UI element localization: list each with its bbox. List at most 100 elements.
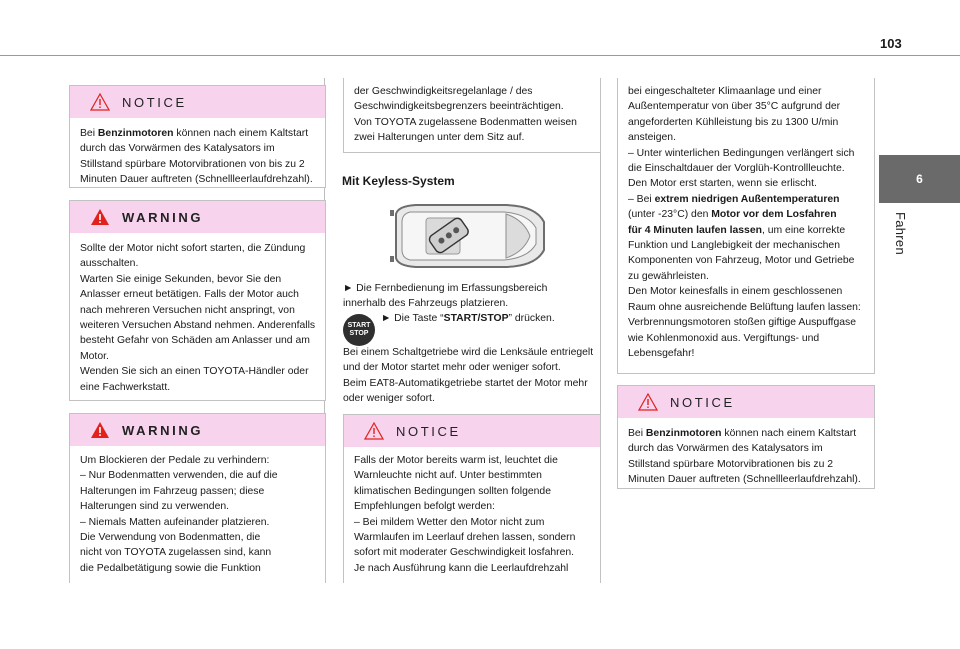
text-line: besteht Gefahr von Schäden am Anlasser u… [80,335,310,347]
step-place-remote: ► Die Fernbedienung im Erfassungsbereich… [343,281,547,312]
text-line: Die Verwendung von Bodenmatten, die [80,532,261,544]
text-line: durch das Vorwärmen des Katalysators im [628,443,823,455]
text-line: Sollte der Motor nicht sofort starten, d… [80,243,306,254]
text-line: Funktion und Langlebigkeit der mechanisc… [628,240,840,252]
text-line: Geschwindigkeitsbegrenzers beeinträchtig… [354,101,564,113]
text-line: Außentemperatur von über 35°C aufgrund d… [628,101,841,113]
warning-box-col1-b: WARNING Um Blockieren der Pedale zu verh… [69,413,326,583]
text-line: innerhalb des Fahrzeugs platzieren. [343,298,509,310]
text-line: ansteigen. [628,132,676,144]
text-line: Falls der Motor bereits warm ist, leucht… [354,455,558,466]
text-line: die Einschaltdauer der Vorglüh-Kontrolll… [628,163,845,175]
continued-body: der Geschwindigkeitsregelanlage / des Ge… [344,78,600,154]
text-line: Verbrennungsmotoren stoßen giftige Auspu… [628,317,856,329]
notice-header: NOTICE [618,386,874,418]
text-line: Den Motor keinesfalls in einem geschloss… [628,286,843,298]
gearbox-info: Bei einem Schaltgetriebe wird die Lenksä… [343,345,593,407]
caution-outline-icon [638,393,658,411]
text-line: Bei einem Schaltgetriebe wird die Lenksä… [343,347,594,358]
text-line: Beim EAT8-Automatikgetriebe startet der … [343,377,588,389]
text-line: bei eingeschalteter Klimaanlage und eine… [628,86,822,97]
text-line: Wenden Sie sich an einen TOYOTA-Händler … [80,366,309,378]
step-press-start: ► Die Taste “START/STOP” drücken. [381,313,555,324]
text-line: klimatischen Bedingungen sollten folgend… [354,485,551,497]
text-line: angeforderten Kühlleistung bis zu 1300 U… [628,116,839,128]
text-line: die Pedalbetätigung sowie die Funktion [80,562,261,574]
text-line: Den Motor erst starten, wenn sie erlisch… [628,178,817,190]
chapter-tab[interactable]: 6 [879,155,960,203]
text-line: wie Kohlenmonoxid aus. Vergiftungs- und [628,332,820,344]
warning-triangle-icon [91,422,109,438]
text-line: Empfehlungen befolgt werden: [354,501,495,513]
text-line: Motor. [80,350,109,362]
warning-box-col1-a: WARNING Sollte der Motor nicht sofort st… [69,200,326,401]
text-line: – Niemals Matten aufeinander platzieren. [80,516,270,528]
continued-box-col3: bei eingeschalteter Klimaanlage und eine… [617,78,875,374]
text-line: Lebensgefahr! [628,347,695,359]
text-line: ► Die Fernbedienung im Erfassungsbereich [343,283,548,294]
warning-heading: WARNING [122,422,204,438]
text-line: – Nur Bodenmatten verwenden, die auf die [80,470,278,482]
text-line: Je nach Ausführung kann die Leerlaufdreh… [354,562,569,574]
start-stop-button-icon: START STOP [343,314,375,346]
text-line: zu gewährleisten. [628,270,709,282]
text-line: Warnleuchte nicht auf. Unter bestimmten [354,470,542,482]
notice-box-col1: NOTICE Bei Benzinmotoren können nach ein… [69,85,326,188]
text-line: oder weniger sofort. [343,393,435,405]
text-line: Minuten Dauer auftreten (Schnellleerlauf… [80,174,313,186]
text-line: Anlasser erneut betätigen. Falls der Mot… [80,289,299,301]
notice-body: Bei Benzinmotoren können nach einem Kalt… [70,118,325,196]
page-number: 103 [880,36,902,51]
text-line: sofort mit moderater Geschwindigkeit los… [354,547,575,559]
warning-triangle-icon [91,209,109,225]
text-line: Bei Benzinmotoren können nach einem Kalt… [628,428,857,439]
text-line: nach mehreren Versuchen nicht anspringt,… [80,304,295,316]
text-line: – Bei extrem niedrigen Außentemperaturen [628,193,840,205]
text-line: Warten Sie einige Sekunden, bevor Sie de… [80,273,282,285]
text-line: Raum ohne ausreichende Belüftung laufen … [628,301,861,313]
text-line: nicht von TOYOTA zugelassen sind, kann [80,547,272,559]
notice-heading: NOTICE [396,423,461,439]
notice-heading: NOTICE [670,394,735,410]
text-line: und der Motor startet mehr oder weniger … [343,362,561,374]
continued-body: bei eingeschalteter Klimaanlage und eine… [618,78,874,369]
text-line: Von TOYOTA zugelassene Bodenmatten weise… [354,116,577,128]
text-line: zwei Halterungen unter dem Sitz auf. [354,132,525,144]
notice-body: Falls der Motor bereits warm ist, leucht… [344,447,600,584]
text-line: Halterungen sind zu verwenden. [80,501,230,513]
notice-header: NOTICE [70,86,325,118]
text-line: Komponenten von Fahrzeug, Motor und Getr… [628,255,855,267]
text-line: Halterungen im Fahrzeug passen; diese [80,485,265,497]
text-line: (unter -23°C) den Motor vor dem Losfahre… [628,209,837,221]
warning-body: Sollte der Motor nicht sofort starten, d… [70,233,325,403]
caution-outline-icon [364,422,384,440]
text-line: Stillstand spürbare Motorvibrationen bis… [628,458,834,470]
text-line: – Bei mildem Wetter den Motor nicht zum [354,516,545,528]
notice-heading: NOTICE [122,94,187,110]
notice-body: Bei Benzinmotoren können nach einem Kalt… [618,418,874,496]
text-line: Bei Benzinmotoren können nach einem Kalt… [80,128,309,139]
text-line: – Unter winterlichen Bedingungen verläng… [628,147,855,159]
text-line: Um Blockieren der Pedale zu verhindern: [80,455,270,466]
warning-header: WARNING [70,201,325,233]
notice-header: NOTICE [344,415,600,447]
text-line: Warmlaufen im Leerlauf drehen lassen, so… [354,532,576,544]
section-title: Mit Keyless-System [342,174,455,188]
text-line: Stillstand spürbare Motorvibrationen von… [80,158,305,170]
caution-outline-icon [90,93,110,111]
notice-box-col3: NOTICE Bei Benzinmotoren können nach ein… [617,385,875,489]
text-line: Minuten Dauer auftreten (Schnellleerlauf… [628,474,861,486]
continued-box-col2: der Geschwindigkeitsregelanlage / des Ge… [343,78,601,153]
chapter-title: Fahren [893,212,908,255]
text-line: weiteren Versuchen Abstand nehmen. Ander… [80,320,316,332]
text-line: durch das Vorwärmen des Katalysators im [80,143,275,155]
notice-box-col2: NOTICE Falls der Motor bereits warm ist,… [343,414,601,583]
warning-body: Um Blockieren der Pedale zu verhindern: … [70,446,325,584]
header-rule [0,55,960,56]
text-line: der Geschwindigkeitsregelanlage / des [354,86,533,97]
warning-header: WARNING [70,414,325,446]
car-key-fob-icon [390,204,545,268]
column-divider-right [600,78,601,583]
text-line: eine Fachwerkstatt. [80,381,171,393]
text-line: für 4 Minuten laufen lassen, um eine kor… [628,224,846,236]
